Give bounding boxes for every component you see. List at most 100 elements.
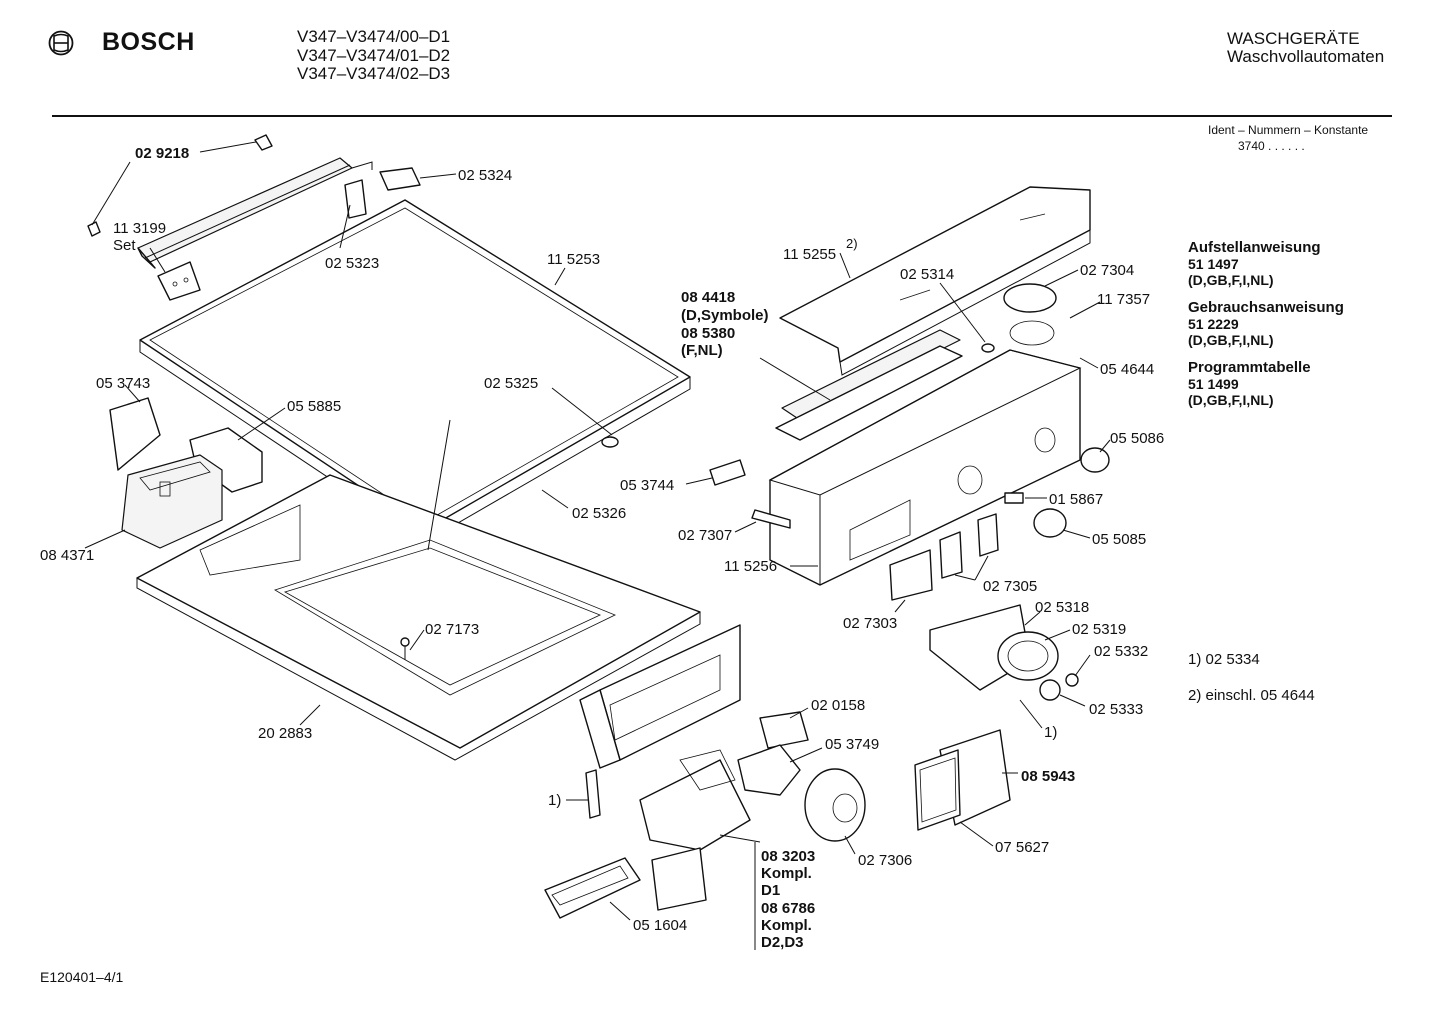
frame-screw-part bbox=[400, 637, 410, 660]
document-entry: Gebrauchsanweisung 51 2229 (D,GB,F,I,NL) bbox=[1188, 299, 1344, 349]
part-label: 01 5867 bbox=[1049, 491, 1103, 508]
switch-plate-part bbox=[889, 549, 933, 601]
timer-dial-part bbox=[997, 631, 1059, 681]
part-label: 02 7304 bbox=[1080, 262, 1134, 279]
part-label: 02 5314 bbox=[900, 266, 954, 283]
part-label: Set bbox=[113, 237, 136, 254]
clip-part bbox=[585, 769, 601, 819]
document-languages: (D,GB,F,I,NL) bbox=[1188, 392, 1274, 408]
dispenser-flap-part bbox=[109, 397, 161, 471]
document-languages: (D,GB,F,I,NL) bbox=[1188, 272, 1274, 288]
switch-component-part bbox=[737, 744, 801, 796]
bosch-logo-icon bbox=[48, 30, 74, 55]
part-label: (F,NL) bbox=[681, 342, 723, 359]
control-panel-housing-part bbox=[768, 320, 1082, 586]
base-frame-part bbox=[136, 474, 701, 761]
document-languages: (D,GB,F,I,NL) bbox=[1188, 332, 1274, 348]
part-label: 02 5319 bbox=[1072, 621, 1126, 638]
part-label: 08 5943 bbox=[1021, 768, 1075, 785]
rocker-switch-part bbox=[939, 513, 999, 579]
part-label: 02 7303 bbox=[843, 615, 897, 632]
footnote: 2) einschl. 05 4644 bbox=[1188, 687, 1315, 704]
part-label: 05 1604 bbox=[633, 917, 687, 934]
motor-block-part bbox=[914, 729, 1011, 831]
part-label: 11 5255 bbox=[783, 246, 836, 263]
part-label: 02 5332 bbox=[1094, 643, 1148, 660]
part-label: 02 7307 bbox=[678, 527, 732, 544]
document-number: 51 1497 bbox=[1188, 256, 1239, 272]
filter-component-part bbox=[759, 711, 809, 749]
document-number: 51 1499 bbox=[1188, 376, 1239, 392]
part-label: 02 5318 bbox=[1035, 599, 1089, 616]
category-block: WASCHGERÄTE Waschvollautomaten bbox=[1227, 30, 1384, 66]
part-label: 11 3199 bbox=[113, 220, 166, 237]
part-label: 02 5325 bbox=[484, 375, 538, 392]
header-divider bbox=[52, 115, 1392, 117]
leader-lines bbox=[84, 141, 1111, 950]
knob-part bbox=[1033, 447, 1110, 538]
panel-screw-part bbox=[981, 343, 995, 353]
part-labels: 02 9218 11 3199 Set 02 5323 02 5324 11 5… bbox=[40, 145, 1164, 951]
part-footnote-marker: 2) bbox=[846, 236, 858, 251]
part-label: 11 7357 bbox=[1097, 291, 1150, 308]
document-entry: Aufstellanweisung 51 1497 (D,GB,F,I,NL) bbox=[1188, 239, 1344, 289]
document-title: Aufstellanweisung bbox=[1188, 239, 1321, 256]
part-label: 02 7306 bbox=[858, 852, 912, 869]
brand-name: BOSCH bbox=[102, 28, 195, 56]
footnote: 1) 02 5334 bbox=[1188, 651, 1260, 668]
category-subtitle: Waschvollautomaten bbox=[1227, 47, 1385, 66]
part-label: 08 4418 bbox=[681, 289, 735, 306]
control-bracket-part bbox=[579, 624, 741, 769]
push-button-part bbox=[709, 459, 791, 529]
hinge-bracket-part bbox=[344, 167, 421, 219]
part-label: 05 3749 bbox=[825, 736, 879, 753]
knob-part bbox=[804, 768, 866, 842]
rear-rail-part bbox=[137, 157, 373, 301]
header-brand: BOSCH bbox=[48, 28, 195, 57]
ident-value: 3740 . . . . . . bbox=[1238, 139, 1305, 153]
part-label: Kompl. bbox=[761, 865, 812, 882]
footnotes: 1) 02 5334 2) einschl. 05 4644 bbox=[1188, 651, 1315, 723]
part-label: 07 5627 bbox=[995, 839, 1049, 856]
part-label: 08 5380 bbox=[681, 325, 735, 342]
part-label: 02 5324 bbox=[458, 167, 512, 184]
model-list: V347–V3474/00–D1 V347–V3474/01–D2 V347–V… bbox=[297, 27, 451, 84]
document-number: 51 2229 bbox=[1188, 316, 1239, 332]
part-label: 05 5086 bbox=[1110, 430, 1164, 447]
model-number: V347–V3474/02–D3 bbox=[297, 64, 451, 83]
part-label: (D,Symbole) bbox=[681, 307, 769, 324]
part-footnote-marker: 1) bbox=[1044, 724, 1057, 741]
part-label: Kompl. bbox=[761, 917, 812, 934]
part-footnote-marker: 1) bbox=[548, 792, 561, 809]
document-code: E120401–4/1 bbox=[40, 969, 124, 985]
part-label: 02 5326 bbox=[572, 505, 626, 522]
part-label: 05 3743 bbox=[96, 375, 150, 392]
part-label: 20 2883 bbox=[258, 725, 312, 742]
panel-window-part bbox=[1003, 283, 1057, 313]
part-label: D1 bbox=[761, 882, 780, 899]
control-panel-cover-part bbox=[779, 186, 1091, 376]
part-label: 05 4644 bbox=[1100, 361, 1154, 378]
part-label: 08 3203 bbox=[761, 848, 815, 865]
gear-part bbox=[1039, 673, 1079, 701]
part-label: 02 0158 bbox=[811, 697, 865, 714]
connector-block-part bbox=[651, 847, 707, 911]
documents-list: Aufstellanweisung 51 1497 (D,GB,F,I,NL) … bbox=[1188, 240, 1344, 420]
dispenser-box-part bbox=[121, 454, 223, 549]
category-title: WASCHGERÄTE bbox=[1227, 29, 1360, 48]
part-label: 05 5085 bbox=[1092, 531, 1146, 548]
part-label: 08 4371 bbox=[40, 547, 94, 564]
part-label: 02 5323 bbox=[325, 255, 379, 272]
wiring-harness-part bbox=[639, 749, 751, 851]
part-label: 02 5333 bbox=[1089, 701, 1143, 718]
part-label: 11 5256 bbox=[724, 558, 777, 575]
document-title: Gebrauchsanweisung bbox=[1188, 299, 1344, 316]
part-label: D2,D3 bbox=[761, 934, 804, 951]
part-label: 08 6786 bbox=[761, 900, 815, 917]
part-label: 05 3744 bbox=[620, 477, 674, 494]
terminal-strip-part bbox=[544, 857, 641, 919]
part-label: 02 9218 bbox=[135, 145, 189, 162]
lamp-part bbox=[1004, 492, 1024, 504]
ident-label: Ident – Nummern – Konstante bbox=[1208, 123, 1369, 137]
